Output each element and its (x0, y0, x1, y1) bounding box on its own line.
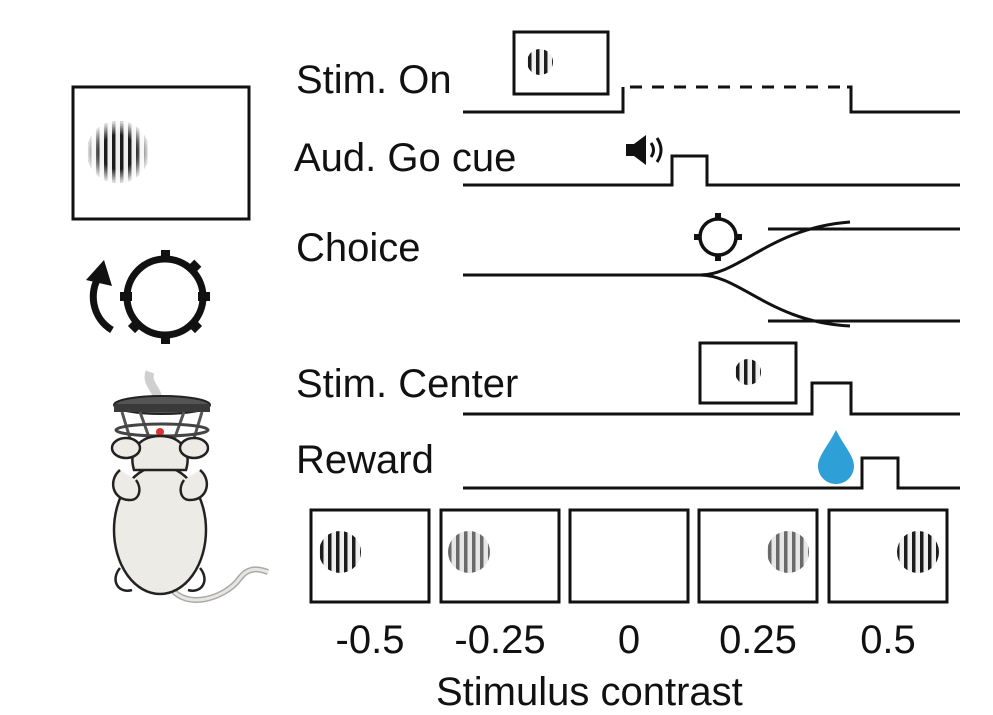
stim-center-label: Stim. Center (296, 362, 519, 406)
contrast-panel (697, 508, 819, 604)
trial-timeline (463, 85, 960, 490)
stim-on-trace (463, 87, 625, 114)
stim-on-grating-icon (512, 30, 610, 96)
stim-on-label: Stim. On (296, 58, 452, 102)
mouse-illustration (110, 370, 269, 603)
monitor-stimulus-icon (71, 85, 251, 221)
contrast-tick-label: 0 (617, 618, 641, 662)
stim-on-trace-off (847, 85, 960, 114)
contrast-panel (439, 508, 561, 604)
contrast-panels (309, 508, 949, 604)
stim-center-trace (463, 381, 960, 416)
rotation-arrow-icon (86, 260, 115, 333)
contrast-axis-title: Stimulus contrast (436, 670, 743, 714)
wheel-icon (120, 250, 210, 344)
choice-label: Choice (296, 226, 421, 270)
speaker-icon (626, 135, 663, 165)
contrast-tick-label: 0.25 (719, 618, 797, 662)
contrast-panel (827, 508, 949, 604)
choice-wheel-icon (694, 213, 742, 261)
go-cue-trace (463, 154, 960, 187)
contrast-tick-label: -0.25 (454, 618, 546, 662)
contrast-panel (568, 508, 690, 604)
contrast-tick-label: 0.5 (860, 618, 916, 662)
stim-center-grating-icon (698, 341, 798, 405)
choice-trace-alt (699, 273, 851, 328)
go-cue-label: Aud. Go cue (294, 136, 517, 180)
water-drop-icon (818, 430, 854, 484)
reward-label: Reward (296, 438, 434, 482)
contrast-panel (309, 508, 431, 604)
reward-trace (463, 456, 960, 490)
contrast-tick-label: -0.5 (335, 618, 405, 662)
